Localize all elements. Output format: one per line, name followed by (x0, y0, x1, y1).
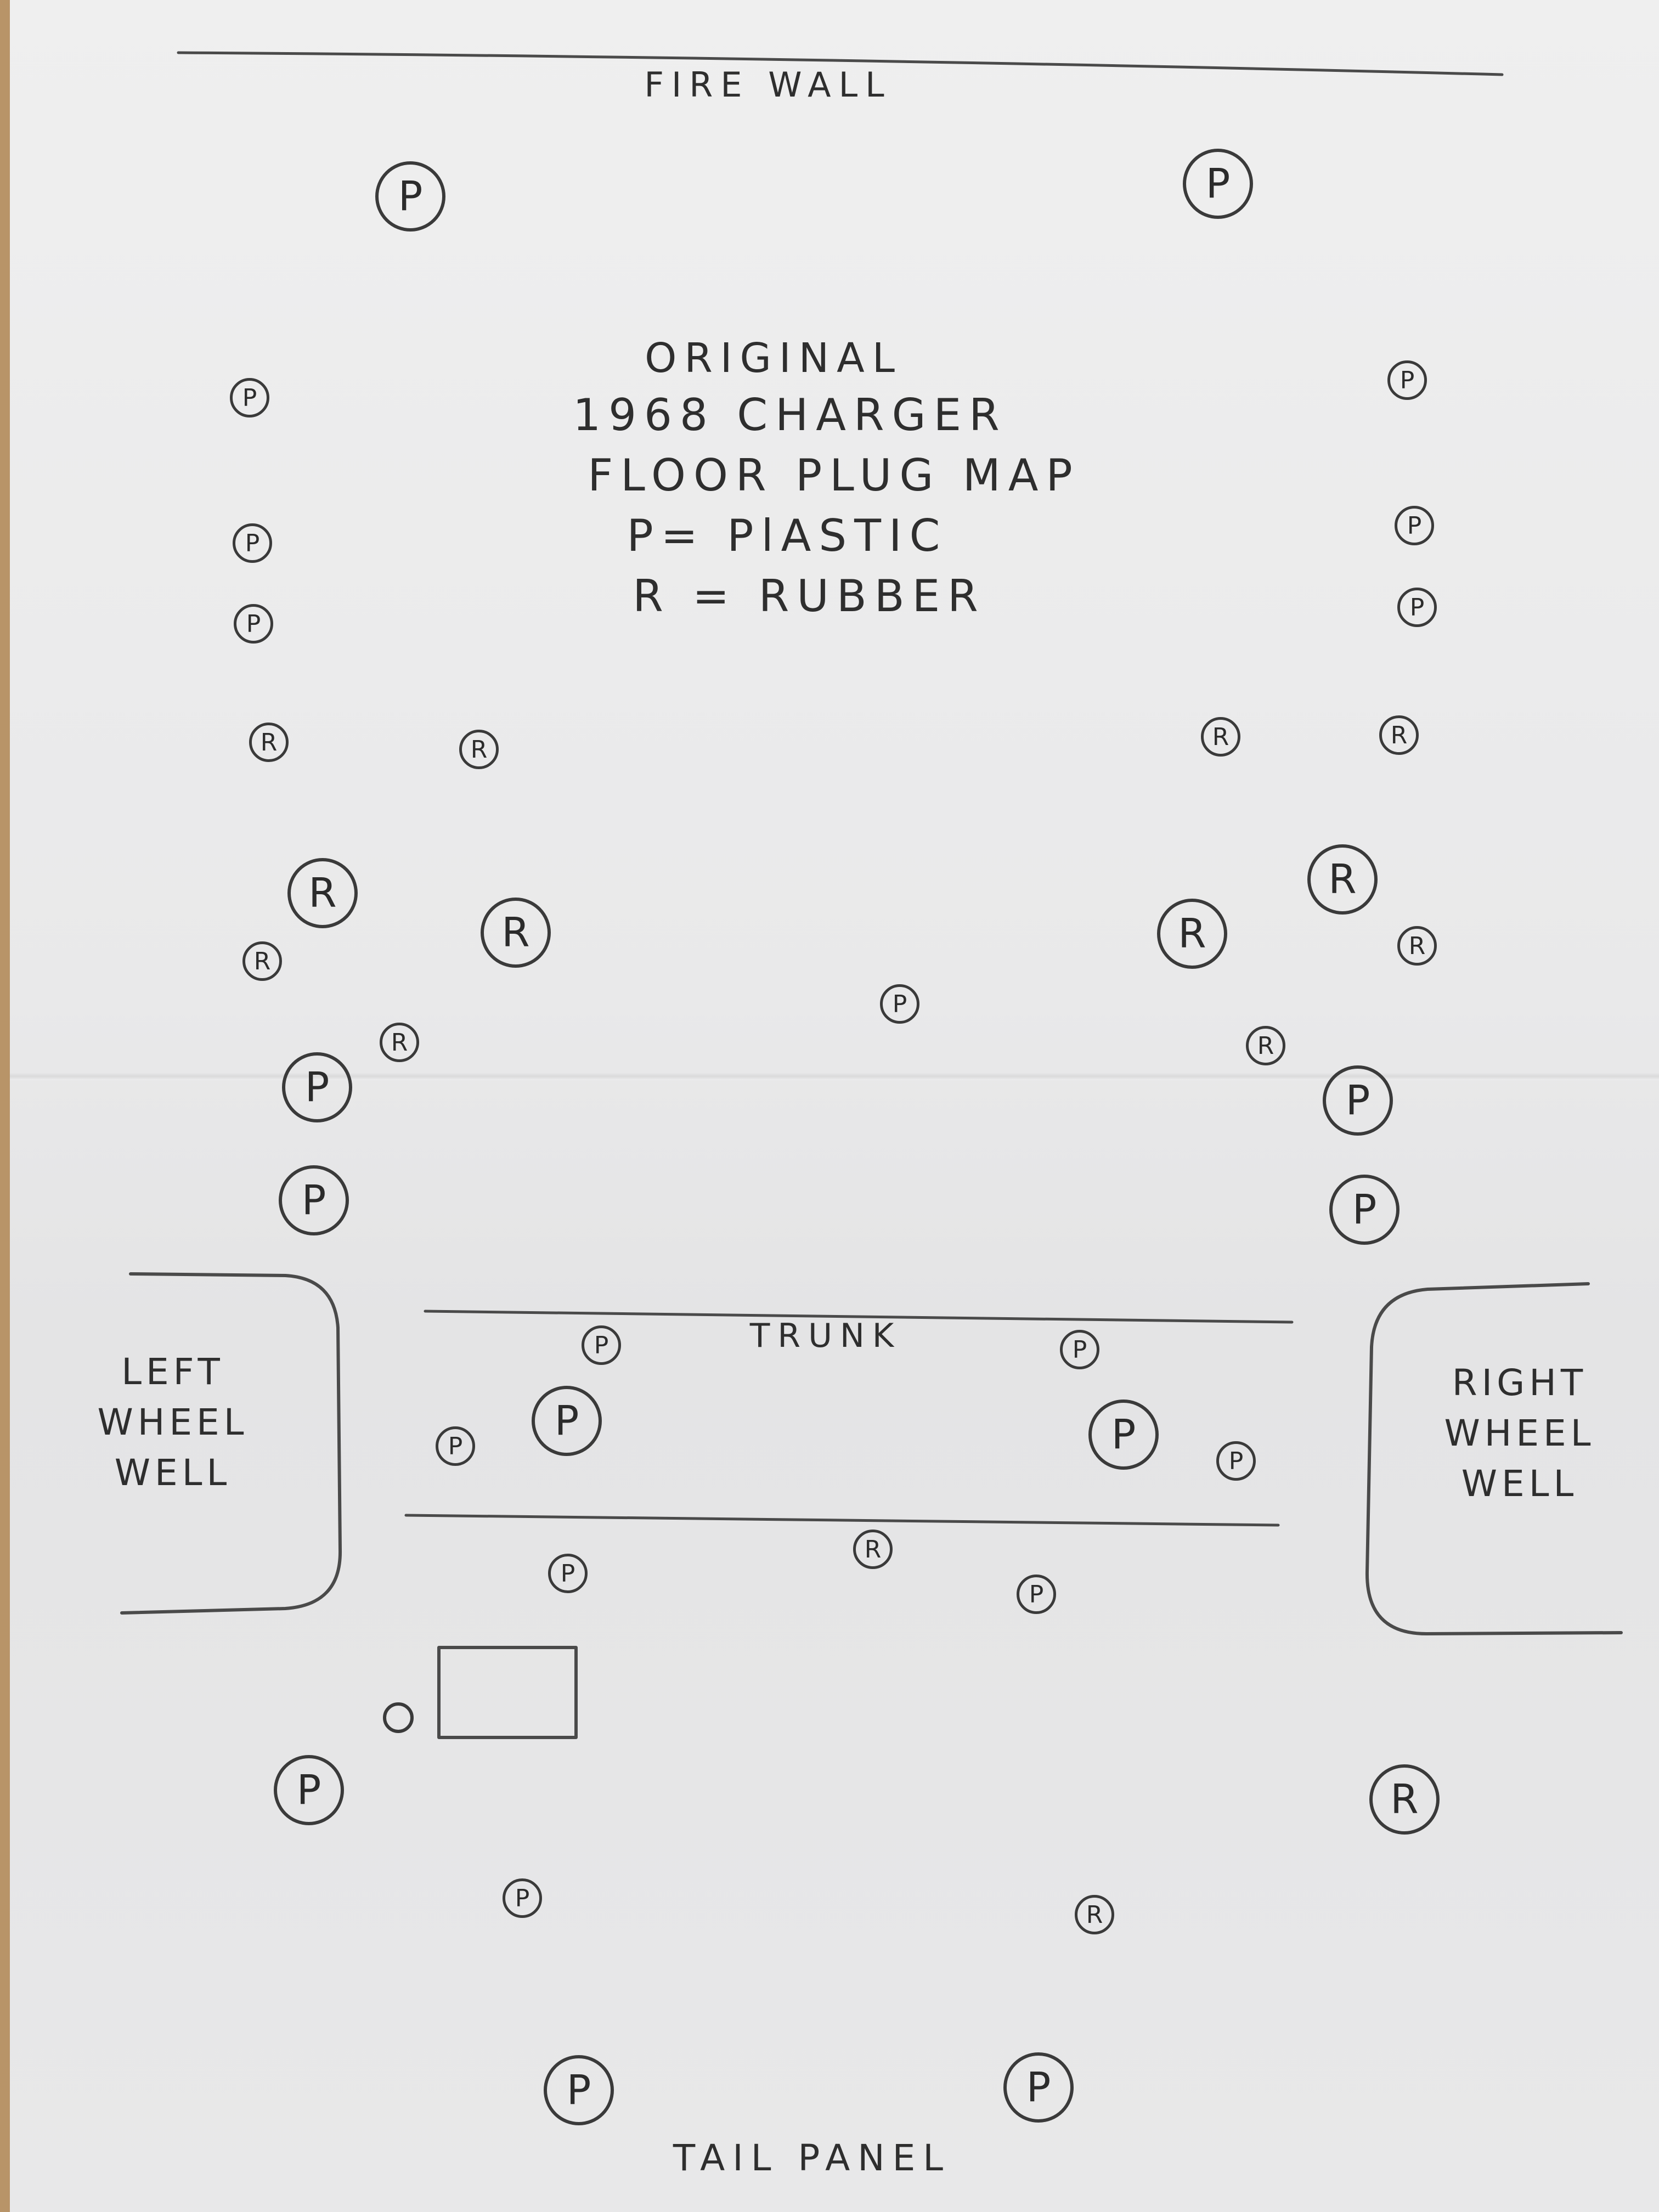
plastic-plug-marker: P (1323, 1065, 1393, 1136)
tail-panel-label: TAIL PANEL (673, 2137, 951, 2179)
rubber-plug-marker: R (1307, 844, 1378, 915)
rubber-plug-marker: R (1157, 899, 1227, 969)
plastic-plug-marker: P (532, 1386, 602, 1456)
plastic-plug-marker: P (1216, 1441, 1256, 1481)
paper-fold (10, 1073, 1659, 1080)
rubber-plug-marker: R (1201, 717, 1240, 757)
right-wheel-well-line-1: RIGHT (1452, 1362, 1588, 1404)
plastic-plug-marker: P (1183, 149, 1253, 219)
access-rectangle (437, 1646, 578, 1739)
left-wheel-well-line-3: WELL (114, 1452, 232, 1494)
right-wheel-well-outline (1365, 1282, 1623, 1635)
plastic-plug-marker: P (1397, 588, 1437, 627)
plastic-plug-marker: P (375, 161, 445, 232)
right-wheel-well-label: RIGHT WHEEL WELL (1429, 1358, 1610, 1509)
rubber-plug-marker: R (853, 1530, 893, 1569)
plastic-plug-marker: P (1003, 2052, 1074, 2123)
plastic-plug-marker: P (282, 1052, 352, 1122)
rubber-plug-marker: R (459, 730, 499, 769)
plastic-plug-marker: P (1017, 1575, 1056, 1614)
plastic-plug-marker: P (436, 1426, 475, 1466)
rubber-plug-marker: R (380, 1023, 419, 1062)
plastic-plug-marker: P (1395, 506, 1434, 545)
title-line-1: ORIGINAL (645, 335, 902, 382)
plastic-plug-marker: P (582, 1325, 621, 1365)
title-line-2: 1968 CHARGER (573, 390, 1007, 441)
trunk-label: TRUNK (749, 1317, 902, 1355)
plastic-plug-marker: P (1329, 1175, 1400, 1245)
plastic-plug-marker: P (544, 2055, 614, 2125)
rubber-plug-marker: R (1397, 926, 1437, 966)
fire-wall-label: FIRE WALL (644, 65, 892, 105)
plastic-plug-marker: P (1088, 1400, 1159, 1470)
plastic-plug-marker: P (880, 984, 919, 1024)
rubber-plug-marker: R (1246, 1026, 1285, 1065)
empty-hole-marker (383, 1702, 414, 1733)
left-wheel-well-label: LEFT WHEEL WELL (91, 1347, 255, 1498)
plastic-plug-marker: P (274, 1755, 344, 1825)
plastic-plug-marker: P (548, 1554, 588, 1593)
title-line-3: FLOOR PLUG MAP (588, 450, 1080, 501)
rubber-plug-marker: R (481, 898, 551, 968)
plastic-plug-marker: P (233, 523, 272, 563)
rubber-plug-marker: R (1075, 1895, 1114, 1934)
plastic-plug-marker: P (503, 1878, 542, 1918)
plastic-plug-marker: P (1387, 360, 1427, 400)
plastic-plug-marker: P (1060, 1330, 1099, 1369)
plastic-plug-marker: P (279, 1165, 349, 1235)
rubber-plug-marker: R (1369, 1764, 1440, 1835)
rubber-plug-marker: R (287, 858, 358, 928)
plastic-plug-marker: P (234, 604, 273, 644)
left-wheel-well-line-1: LEFT (121, 1351, 224, 1393)
right-wheel-well-line-3: WELL (1461, 1463, 1578, 1505)
trunk-top-line (424, 1310, 1294, 1324)
plastic-plug-marker: P (230, 378, 269, 417)
trunk-bottom-line (404, 1514, 1280, 1527)
title-line-4: P= PlASTIC (627, 510, 948, 561)
rubber-plug-marker: R (1379, 715, 1419, 755)
right-wheel-well-line-2: WHEEL (1444, 1412, 1595, 1454)
rubber-plug-marker: R (242, 941, 282, 981)
left-wheel-well-outline (120, 1272, 342, 1615)
fire-wall-line (177, 51, 1504, 76)
rubber-plug-marker: R (249, 723, 289, 762)
left-wheel-well-line-2: WHEEL (97, 1401, 249, 1443)
title-line-5: R = RUBBER (633, 571, 986, 622)
